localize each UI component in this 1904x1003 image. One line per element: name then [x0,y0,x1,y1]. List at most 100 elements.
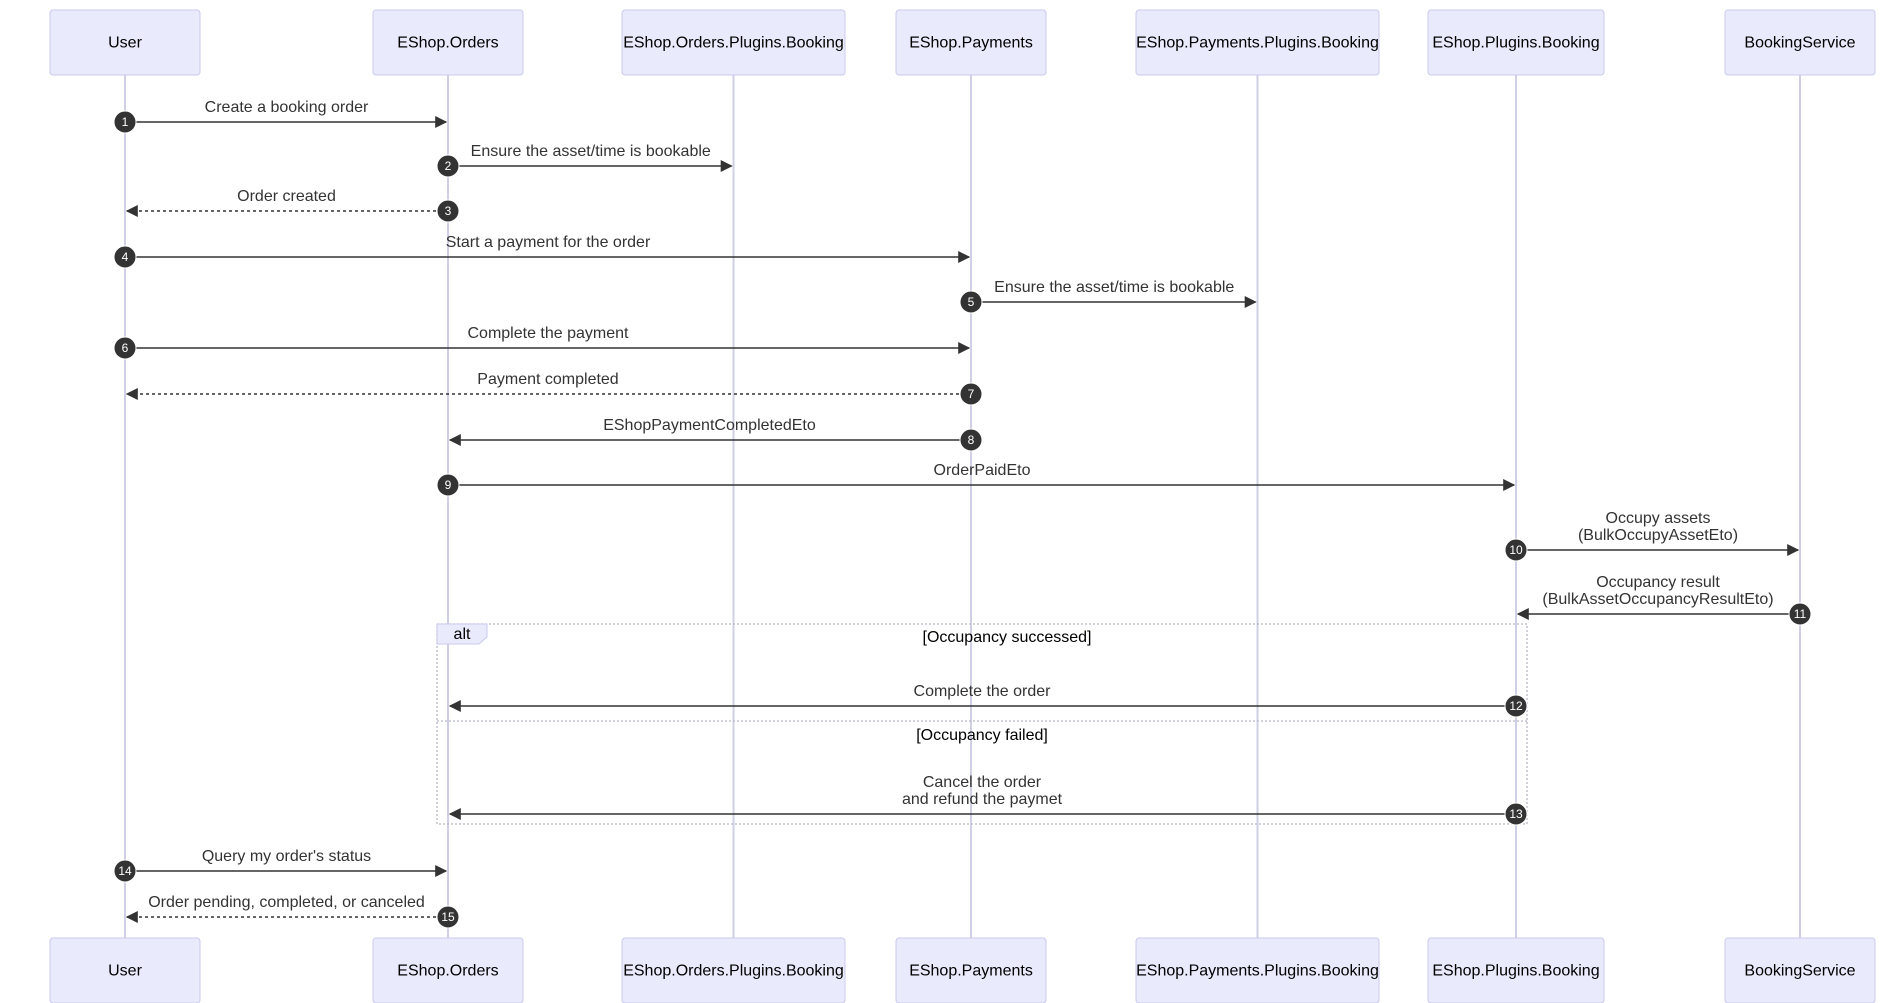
participant-label: EShop.Payments.Plugins.Booking [1136,35,1379,52]
sequence-number: 10 [1509,543,1523,557]
participant-box [372,9,524,76]
message-label: Create a booking order [205,99,369,116]
participant-orders-bottom[interactable]: EShop.Orders [372,937,524,1003]
message-11[interactable]: Occupancy result(BulkAssetOccupancyResul… [1516,574,1812,626]
message-label: Occupy assets [1606,510,1711,527]
sequence-number-badge [959,382,983,406]
participant-label: User [108,35,142,52]
participant-label: BookingService [1744,963,1855,980]
participant-box [621,9,846,76]
sequence-number: 6 [122,341,129,355]
sequence-number-badge [436,199,460,223]
message-label: (BulkOccupyAssetEto) [1578,527,1738,544]
participant-plugins_booking-top[interactable]: EShop.Plugins.Booking [1427,9,1605,76]
message-label: and refund the paymet [902,791,1063,808]
participant-label: BookingService [1744,35,1855,52]
participant-box [895,9,1047,76]
participants: UserUserEShop.OrdersEShop.OrdersEShop.Or… [49,9,1876,1003]
participant-box [1427,937,1605,1003]
participant-payments_booking-top[interactable]: EShop.Payments.Plugins.Booking [1135,9,1380,76]
message-label: Order pending, completed, or canceled [148,894,425,911]
message-label: Cancel the order [923,774,1042,791]
sequence-number-badge [1504,694,1528,718]
sequence-number: 2 [445,159,452,173]
participant-label: EShop.Payments.Plugins.Booking [1136,963,1379,980]
sequence-number: 14 [118,864,132,878]
participant-box [1724,9,1876,76]
sequence-number: 3 [445,204,452,218]
sequence-number-badge [436,905,460,929]
participant-box [1427,9,1605,76]
sequence-number-badge [113,245,137,269]
participant-label: EShop.Payments [909,35,1033,52]
participant-orders-top[interactable]: EShop.Orders [372,9,524,76]
message-12[interactable]: Complete the order 12 [448,683,1528,718]
sequence-number-badge [113,110,137,134]
participant-box [1135,9,1380,76]
sequence-number-badge [436,473,460,497]
alt-frame: alt [Occupancy successed] [Occupancy faile… [436,623,1528,825]
message-label: Query my order's status [202,848,371,865]
participant-booking_service-bottom[interactable]: BookingService [1724,937,1876,1003]
sequence-number-badge [1504,538,1528,562]
sequence-number-badge [1504,802,1528,826]
participant-label: EShop.Orders.Plugins.Booking [623,35,844,52]
participant-payments-top[interactable]: EShop.Payments [895,9,1047,76]
participant-box [1724,937,1876,1003]
participant-payments-bottom[interactable]: EShop.Payments [895,937,1047,1003]
message-label: (BulkAssetOccupancyResultEto) [1542,591,1773,608]
message-14[interactable]: Query my order's status 14 [113,848,448,883]
sequence-number: 9 [445,478,452,492]
participant-box [1135,937,1380,1003]
participant-orders_booking-top[interactable]: EShop.Orders.Plugins.Booking [621,9,846,76]
alt-condition-1: [Occupancy successed] [923,629,1092,646]
participant-box [49,937,201,1003]
sequence-number-badge [959,428,983,452]
sequence-number-badge [113,859,137,883]
sequence-number: 7 [968,387,975,401]
alt-condition-2: [Occupancy failed] [916,727,1048,744]
message-label: Complete the order [914,683,1052,700]
participant-plugins_booking-bottom[interactable]: EShop.Plugins.Booking [1427,937,1605,1003]
participant-box [621,937,846,1003]
sequence-number: 13 [1509,807,1523,821]
participant-booking_service-top[interactable]: BookingService [1724,9,1876,76]
participant-label: EShop.Payments [909,963,1033,980]
sequence-number: 12 [1509,699,1523,713]
participant-label: User [108,963,142,980]
message-2[interactable]: Ensure the asset/time is bookable 2 [436,143,733,178]
message-4[interactable]: Start a payment for the order 4 [113,234,971,269]
participant-payments_booking-bottom[interactable]: EShop.Payments.Plugins.Booking [1135,937,1380,1003]
message-8[interactable]: EShopPaymentCompletedEto 8 [448,417,983,452]
sequence-number-badge [113,336,137,360]
message-10[interactable]: Occupy assets(BulkOccupyAssetEto) 10 [1504,510,1800,562]
participant-label: EShop.Plugins.Booking [1432,963,1599,980]
sequence-number: 4 [122,250,129,264]
message-6[interactable]: Complete the payment 6 [113,325,971,360]
message-label: Payment completed [477,371,618,388]
participant-orders_booking-bottom[interactable]: EShop.Orders.Plugins.Booking [621,937,846,1003]
message-label: Start a payment for the order [446,234,651,251]
message-7[interactable]: Payment completed 7 [125,371,983,406]
participant-user-top[interactable]: User [49,9,201,76]
message-label: Complete the payment [468,325,630,342]
sequence-number-badge [436,154,460,178]
participant-label: EShop.Plugins.Booking [1432,35,1599,52]
participant-user-bottom[interactable]: User [49,937,201,1003]
alt-frame-border [436,623,1528,825]
sequence-number: 8 [968,433,975,447]
message-label: Ensure the asset/time is bookable [471,143,711,160]
message-label: EShopPaymentCompletedEto [603,417,816,434]
sequence-number-badge [959,290,983,314]
lifelines [124,75,1801,938]
sequence-number: 5 [968,295,975,309]
alt-frame-kind: alt [454,626,471,643]
